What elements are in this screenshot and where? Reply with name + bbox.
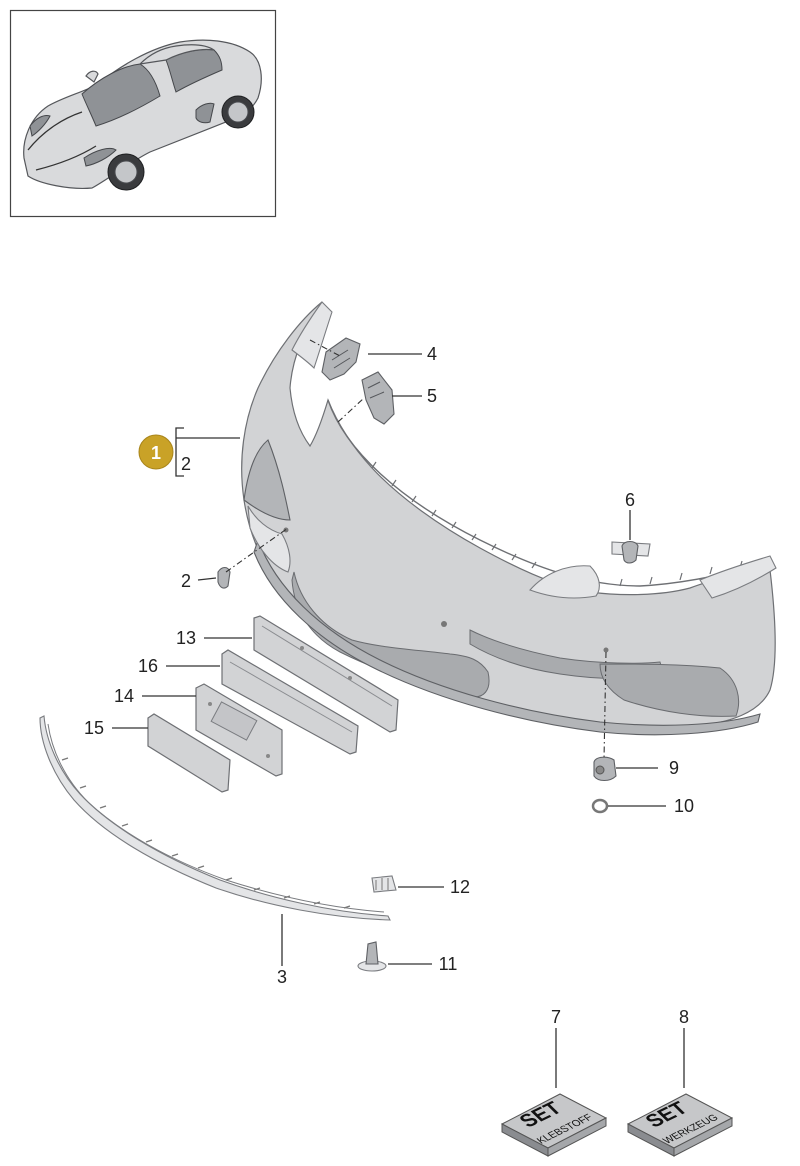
part-9-sensor — [593, 756, 617, 782]
callout-badge-icon — [138, 434, 174, 470]
callout-14-label[interactable]: 14 — [114, 686, 134, 706]
callout-1-label: 1 — [151, 443, 161, 463]
front-bumper-cover — [241, 301, 777, 736]
part-10-ring — [591, 798, 609, 814]
callout-8-label[interactable]: 8 — [679, 1007, 689, 1027]
part-5-bracket — [361, 371, 395, 425]
callout-10-label[interactable]: 10 — [674, 796, 694, 816]
part-2-plug — [217, 566, 231, 589]
part-13-plate — [253, 615, 399, 733]
callout-9-label[interactable]: 9 — [669, 758, 679, 778]
part-15-plate — [147, 713, 231, 793]
callout-4-label[interactable]: 4 — [427, 344, 437, 364]
car-thumbnail — [9, 9, 277, 218]
callout-1-badge[interactable]: 1 — [138, 434, 174, 470]
part-12-clip — [371, 875, 397, 893]
part-4-bracket — [321, 337, 361, 381]
callout-6-label[interactable]: 6 — [625, 490, 635, 510]
callout-labels: 2 2 3 4 5 6 7 8 9 10 11 12 13 14 15 16 — [84, 344, 694, 1027]
callout-7-label[interactable]: 7 — [551, 1007, 561, 1027]
callout-2-label[interactable]: 2 — [181, 571, 191, 591]
car-illustration — [23, 39, 262, 191]
part-6-clip — [611, 540, 651, 564]
callout-3-label[interactable]: 3 — [277, 967, 287, 987]
part-14-plate — [195, 683, 283, 777]
callout-12-label[interactable]: 12 — [450, 877, 470, 897]
part-16-plate — [221, 649, 359, 755]
part-3-lip-spoiler — [39, 715, 391, 921]
kit-box-7: SET KLEBSTOFF — [500, 1093, 608, 1157]
callout-1-sub-label[interactable]: 2 — [181, 454, 191, 474]
leader-lines — [112, 339, 685, 1088]
kit-box-8: SET WERKZEUG — [626, 1093, 734, 1157]
callout-13-label[interactable]: 13 — [176, 628, 196, 648]
callout-16-label[interactable]: 16 — [138, 656, 158, 676]
callout-15-label[interactable]: 15 — [84, 718, 104, 738]
callout-11-label[interactable]: 11 — [439, 954, 458, 974]
callout-5-label[interactable]: 5 — [427, 386, 437, 406]
part-11-screw — [357, 941, 387, 972]
